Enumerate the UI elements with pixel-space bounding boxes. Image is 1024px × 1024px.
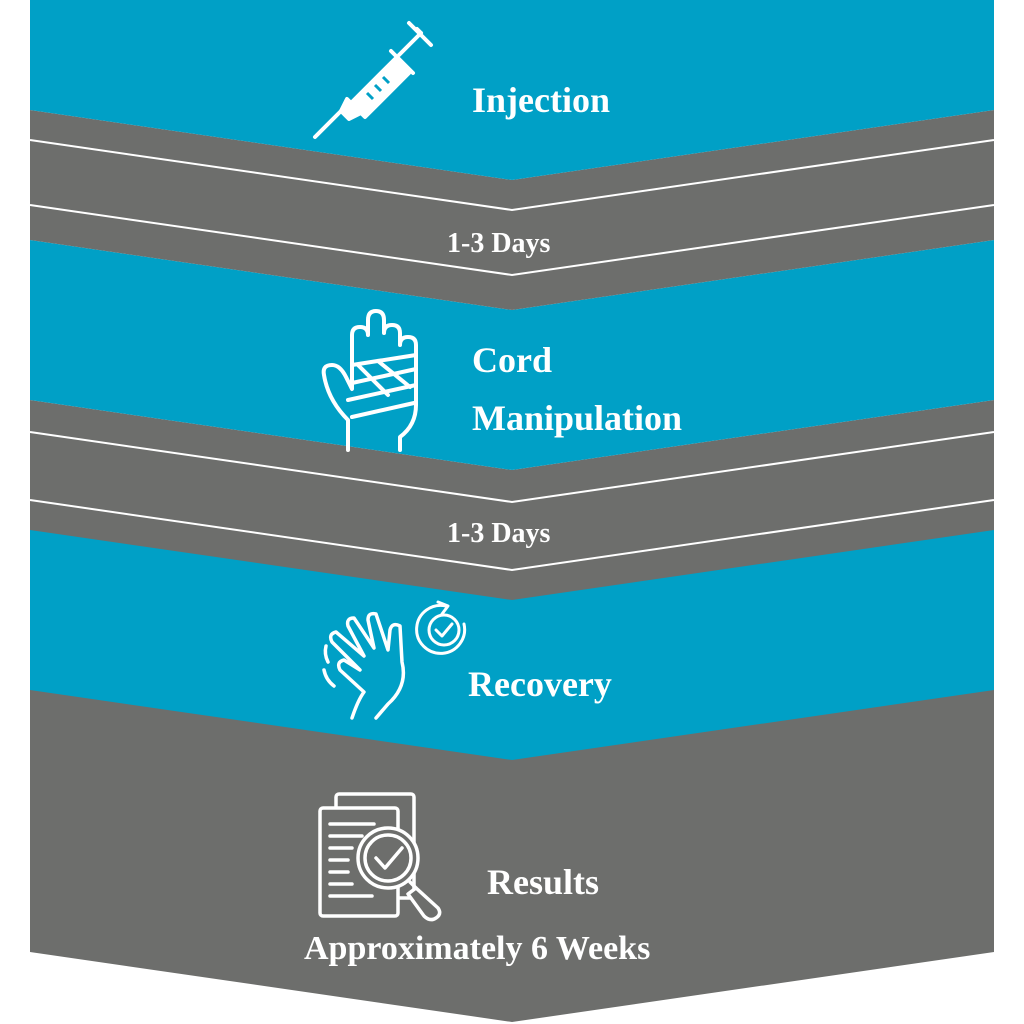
separator-line bbox=[29, 139, 995, 212]
cord-manipulation-chevron bbox=[30, 240, 994, 470]
duration-label: 1-3 Days bbox=[447, 518, 551, 549]
document-magnifier-check-icon bbox=[318, 792, 442, 922]
separator-line bbox=[29, 204, 995, 277]
duration-band-2 bbox=[30, 400, 994, 600]
injection-title: Injection bbox=[472, 80, 610, 120]
recovery-chevron bbox=[30, 530, 994, 760]
separator-line bbox=[29, 431, 995, 504]
recovery-title: Recovery bbox=[468, 664, 612, 704]
results-chevron bbox=[30, 690, 994, 1022]
cord-manipulation-title-line2: Manipulation bbox=[472, 398, 683, 438]
syringe-icon bbox=[313, 21, 433, 139]
results-title: Results bbox=[487, 862, 600, 902]
bandaged-hand-icon bbox=[321, 309, 418, 452]
cord-manipulation-title-line1: Cord bbox=[472, 340, 552, 380]
hand-with-refresh-check-icon bbox=[322, 600, 467, 720]
separator-line bbox=[29, 499, 995, 572]
injection-chevron bbox=[30, 0, 994, 180]
duration-label: 1-3 Days bbox=[447, 228, 551, 259]
results-subtitle: Approximately 6 Weeks bbox=[304, 930, 651, 967]
